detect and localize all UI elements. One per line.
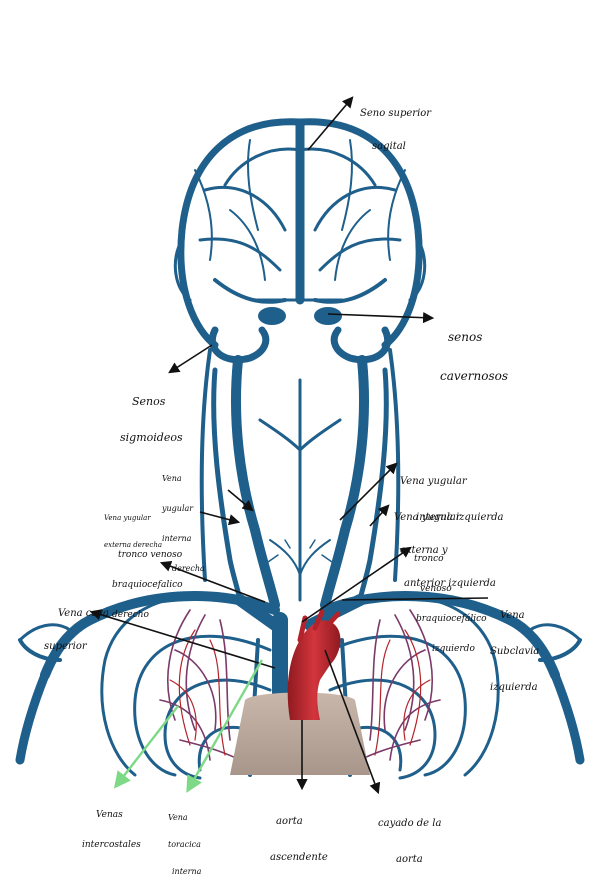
label-vena-yugular-interna-derecha: Vena yugular interna derecha (162, 474, 205, 573)
label-tronco-braquiocefalico-izquierdo: tronco venoso braquiocefálico izquierdo (414, 554, 487, 654)
label-senos-cavernosos: senos cavernosos (440, 330, 508, 383)
label-vena-yugular-externa-anterior-izquierda: Vena yugular externa y anterior izquierd… (394, 512, 496, 589)
arrow-cayado-aorta (324, 649, 381, 795)
arrow-senos-cavernosos (327, 312, 435, 324)
arrow-venas-intercostales (113, 705, 179, 789)
arrow-yugular-interna-derecha (227, 489, 254, 512)
label-vena-yugular-interna-izquierda: Vena yugular interna izquierda (400, 476, 504, 523)
label-tronco-braquiocefalico-derecho: tronco venoso braquiocefalico derecho (112, 550, 183, 620)
annotation-arrows (89, 96, 489, 795)
arrow-yugular-externa-izquierda (369, 504, 390, 527)
arrow-vena-cava-superior (89, 609, 276, 669)
arrow-seno-superior (307, 96, 354, 151)
label-vena-subclavia-izquierda: Vena Subclavia izquierda (490, 610, 540, 693)
arrow-yugular-interna-izquierda (339, 462, 398, 521)
arrow-tronco-izquierdo (301, 546, 412, 623)
aorta (287, 609, 341, 720)
label-cayado-de-la-aorta: cayado de la aorta (378, 818, 442, 865)
label-seno-superior-sagital: Seno superior sagital (360, 108, 432, 152)
neck-venous-network (199, 348, 401, 610)
arrow-vena-toracica-interna (186, 659, 264, 793)
label-senos-sigmoideos: Senos sigmoideos (120, 395, 183, 444)
venous-system-diagram (15, 96, 585, 795)
arrow-subclavia-izquierda (341, 597, 489, 601)
arrow-tronco-derecho (159, 560, 266, 603)
arrow-yugular-externa-derecha (199, 511, 241, 526)
label-vena-toracica-interna: Vena toracica interna (168, 813, 202, 876)
label-vena-yugular-externa-derecha: Vena yugular externa derecha (104, 514, 163, 549)
highlight-arrows (113, 659, 264, 793)
mediastinal-tissue (230, 692, 370, 775)
label-venas-intercostales: Venas intercostales (82, 810, 141, 850)
arrow-senos-sigmoideos (168, 344, 213, 374)
label-aorta-ascendente: aorta ascendente (270, 816, 328, 863)
label-vena-cava-superior: Vena cava superior (44, 608, 109, 652)
cranial-venous-network (173, 118, 427, 364)
